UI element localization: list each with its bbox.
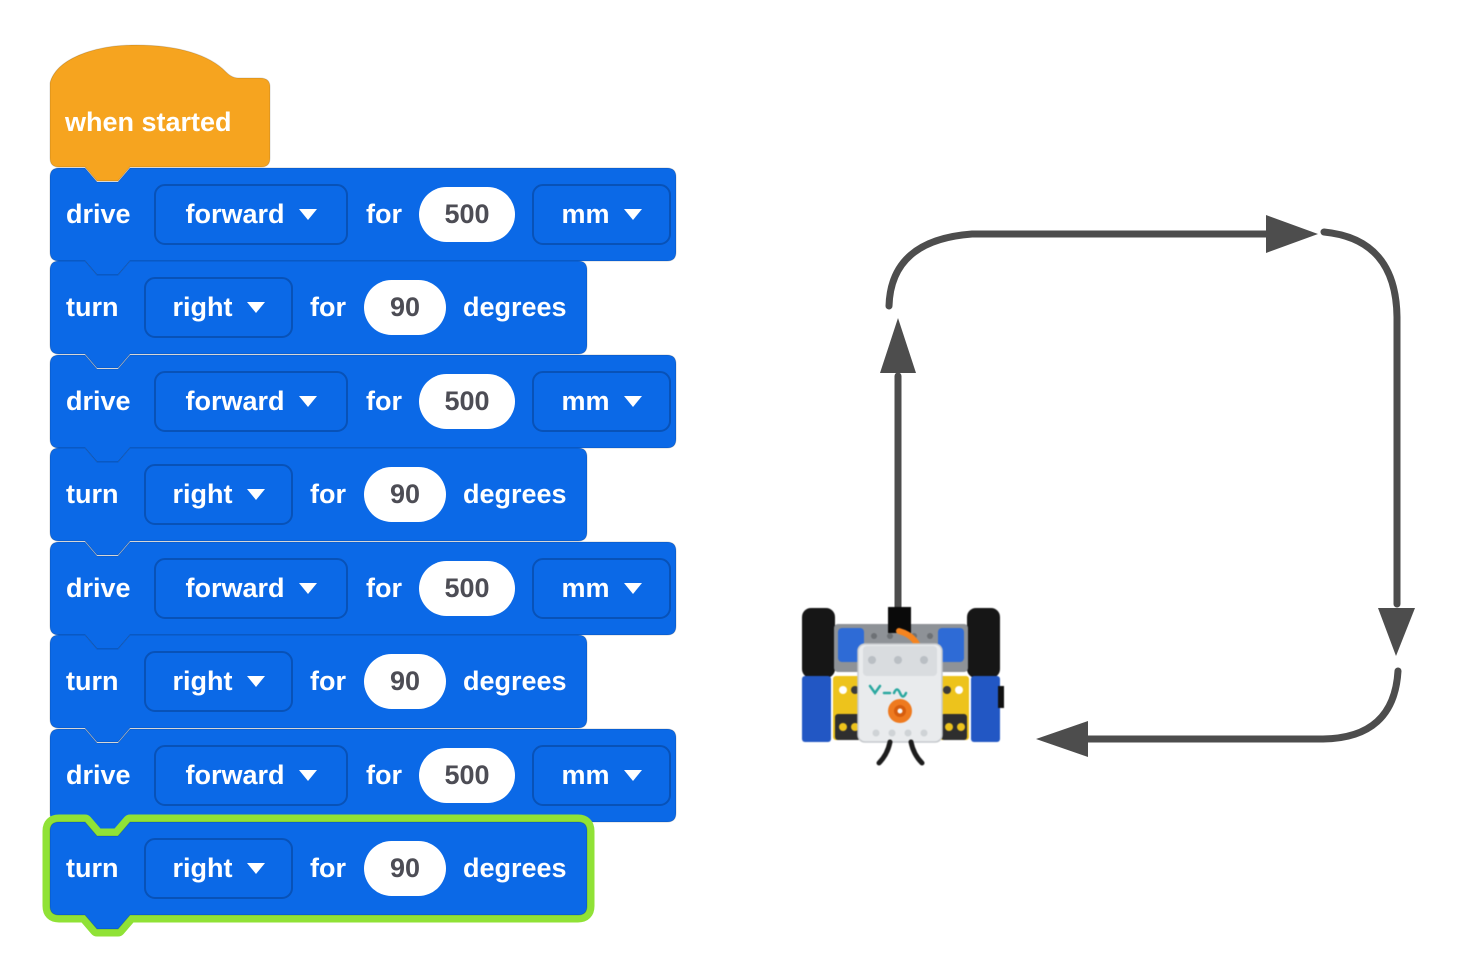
distance-input[interactable]: 500 xyxy=(419,748,515,803)
direction-value: forward xyxy=(185,760,285,790)
block-shape xyxy=(49,354,677,463)
unit-dropdown[interactable]: mm xyxy=(532,745,671,806)
degrees-label: degrees xyxy=(463,479,567,509)
turn-direction-value: right xyxy=(172,666,233,696)
turn-block[interactable]: turn right for 90 degrees xyxy=(49,447,588,556)
turn-verb-label: turn xyxy=(66,853,119,883)
for-label: for xyxy=(366,199,402,229)
unit-dropdown[interactable]: mm xyxy=(532,184,671,245)
robot-image xyxy=(802,607,1004,766)
block-shape xyxy=(49,260,588,369)
drive-block[interactable]: drive forward for 500 mm xyxy=(49,728,677,837)
for-label: for xyxy=(366,386,402,416)
block-shape xyxy=(49,167,677,276)
chevron-down-icon xyxy=(246,302,265,313)
chevron-down-icon xyxy=(623,770,642,781)
for-label: for xyxy=(366,760,402,790)
turn-direction-dropdown[interactable]: right xyxy=(144,651,293,712)
unit-dropdown[interactable]: mm xyxy=(532,558,671,619)
turn-block[interactable]: turn right for 90 degrees xyxy=(49,634,588,743)
hat-block-shape xyxy=(49,44,271,182)
block-shape xyxy=(49,634,588,743)
degrees-label: degrees xyxy=(463,666,567,696)
distance-value: 500 xyxy=(444,573,490,603)
turn-verb-label: turn xyxy=(66,292,119,322)
drive-block[interactable]: drive forward for 500 mm xyxy=(49,354,677,463)
chevron-down-icon xyxy=(298,396,317,407)
distance-input[interactable]: 500 xyxy=(419,187,515,242)
chevron-down-icon xyxy=(246,676,265,687)
chevron-down-icon xyxy=(246,489,265,500)
block-shape-highlighted xyxy=(42,814,595,937)
distance-value: 500 xyxy=(444,760,490,790)
chevron-down-icon xyxy=(246,863,265,874)
unit-value: mm xyxy=(561,760,610,790)
angle-input[interactable]: 90 xyxy=(364,280,446,335)
direction-dropdown[interactable]: forward xyxy=(154,371,348,432)
direction-value: forward xyxy=(185,386,285,416)
drive-verb-label: drive xyxy=(66,573,131,603)
turn-direction-dropdown[interactable]: right xyxy=(144,277,293,338)
for-label: for xyxy=(366,573,402,603)
turn-direction-value: right xyxy=(172,292,233,322)
block-shape xyxy=(49,447,588,556)
unit-value: mm xyxy=(561,199,610,229)
drive-verb-label: drive xyxy=(66,199,131,229)
drive-verb-label: drive xyxy=(66,386,131,416)
angle-value: 90 xyxy=(389,666,421,696)
path-arrowhead-right xyxy=(1266,215,1318,253)
turn-verb-label: turn xyxy=(66,666,119,696)
turn-block[interactable]: turn right for 90 degrees xyxy=(49,260,588,369)
angle-input[interactable]: 90 xyxy=(364,654,446,709)
angle-input[interactable]: 90 xyxy=(364,467,446,522)
chevron-down-icon xyxy=(623,396,642,407)
turn-verb-label: turn xyxy=(66,479,119,509)
angle-value: 90 xyxy=(389,853,421,883)
turn-direction-dropdown[interactable]: right xyxy=(144,838,293,899)
turn-block-highlighted[interactable]: turn right for 90 degrees xyxy=(42,814,595,937)
path-arrowhead-up xyxy=(880,318,916,373)
direction-value: forward xyxy=(185,199,285,229)
distance-value: 500 xyxy=(444,199,490,229)
degrees-label: degrees xyxy=(463,292,567,322)
chevron-down-icon xyxy=(298,770,317,781)
angle-value: 90 xyxy=(389,292,421,322)
path-arrow-right xyxy=(885,230,1270,310)
chevron-down-icon xyxy=(623,209,642,220)
for-label: for xyxy=(310,292,346,322)
chevron-down-icon xyxy=(298,209,317,220)
distance-input[interactable]: 500 xyxy=(419,374,515,429)
angle-input[interactable]: 90 xyxy=(364,841,446,896)
square-path-diagram xyxy=(880,215,1415,757)
drive-block[interactable]: drive forward for 500 mm xyxy=(49,541,677,650)
for-label: for xyxy=(310,479,346,509)
chevron-down-icon xyxy=(298,583,317,594)
for-label: for xyxy=(310,666,346,696)
when-started-label: when started xyxy=(65,107,232,137)
for-label: for xyxy=(310,853,346,883)
direction-value: forward xyxy=(185,573,285,603)
direction-dropdown[interactable]: forward xyxy=(154,745,348,806)
degrees-label: degrees xyxy=(463,853,567,883)
path-arrow-down xyxy=(1320,228,1401,608)
distance-input[interactable]: 500 xyxy=(419,561,515,616)
direction-dropdown[interactable]: forward xyxy=(154,558,348,619)
direction-dropdown[interactable]: forward xyxy=(154,184,348,245)
block-shape xyxy=(49,541,677,650)
distance-value: 500 xyxy=(444,386,490,416)
turn-direction-value: right xyxy=(172,853,233,883)
turn-direction-value: right xyxy=(172,479,233,509)
drive-block[interactable]: drive forward for 500 mm xyxy=(49,167,677,276)
path-arrowhead-down xyxy=(1378,608,1415,656)
unit-dropdown[interactable]: mm xyxy=(532,371,671,432)
unit-value: mm xyxy=(561,573,610,603)
path-arrow-left xyxy=(1084,667,1402,743)
angle-value: 90 xyxy=(389,479,421,509)
when-started-block[interactable]: when started xyxy=(49,44,271,183)
drive-verb-label: drive xyxy=(66,760,131,790)
chevron-down-icon xyxy=(623,583,642,594)
unit-value: mm xyxy=(561,386,610,416)
path-arrowhead-left xyxy=(1036,721,1088,757)
turn-direction-dropdown[interactable]: right xyxy=(144,464,293,525)
